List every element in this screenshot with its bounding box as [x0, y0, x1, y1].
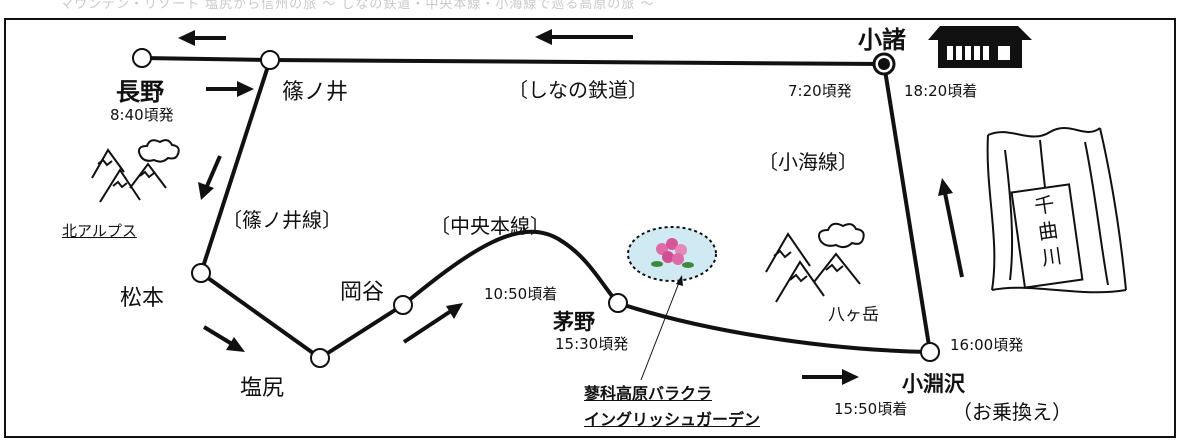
river-icon-chikuma — [986, 127, 1127, 294]
chikuma-char-1: 千 — [1032, 191, 1056, 219]
station-chino-depart: 15:30頃発 — [555, 335, 629, 353]
station-kobuchizawa-marker — [920, 342, 940, 362]
line-shinano-label: 〔しなの鉄道〕 — [508, 78, 648, 102]
line-koumi-label: 〔小海線〕 — [758, 150, 858, 174]
station-komoro-arrive: 18:20頃着 — [904, 82, 978, 100]
station-shiojiri-name: 塩尻 — [240, 376, 285, 401]
railway-route — [141, 56, 932, 353]
garden-label-line1: 蓼科高原バラクラ — [584, 384, 713, 403]
garden-pointer — [640, 279, 681, 381]
station-nagano-time: 8:40頃発 — [110, 106, 174, 124]
station-komoro-depart: 7:20頃発 — [788, 82, 852, 100]
yatsugatake-label: 八ヶ岳 — [828, 305, 879, 325]
station-kobuchizawa-depart: 16:00頃発 — [950, 336, 1024, 354]
station-kobuchizawa-arrive: 15:50頃着 — [834, 400, 908, 418]
mountain-icon-north-alps — [91, 139, 180, 203]
station-shinonoi-name: 篠ノ井 — [282, 80, 349, 105]
station-matsumoto-marker — [191, 263, 211, 283]
rose-icon — [651, 238, 694, 268]
top-caption: マウンテン・リゾート 塩尻から信州の旅 ～ しなの鉄道・中央本線・小海線で巡る高… — [60, 0, 655, 10]
transfer-note: （お乗換え） — [952, 400, 1072, 424]
station-shiojiri-marker — [310, 348, 330, 368]
station-building-icon — [928, 26, 1032, 68]
chikuma-char-3: 川 — [1040, 243, 1064, 271]
direction-arrows — [178, 29, 964, 385]
railway-route-shinonoi — [198, 59, 405, 361]
station-nagano-marker — [132, 48, 152, 68]
line-shinonoi-label: 〔篠ノ井線〕 — [222, 208, 342, 232]
station-shinonoi-marker — [260, 50, 280, 70]
line-chuo-label: 〔中央本線〕 — [430, 214, 550, 238]
mountain-icon-yatsugatake — [765, 222, 865, 303]
station-nagano-name: 長野 — [116, 78, 164, 106]
station-okaya-marker — [393, 295, 413, 315]
station-chino-marker — [608, 293, 628, 313]
garden-label-line2: イングリッシュガーデン — [584, 410, 761, 429]
station-okaya-name: 岡谷 — [340, 280, 385, 305]
railway-route-chuo — [401, 229, 931, 354]
chikuma-char-2: 曲 — [1036, 217, 1060, 245]
station-matsumoto-name: 松本 — [120, 286, 165, 311]
station-chino-arrive: 10:50頃着 — [484, 285, 558, 303]
route-map-frame — [4, 18, 1176, 438]
station-kobuchizawa-name: 小淵沢 — [902, 372, 965, 396]
station-chino-name: 茅野 — [553, 310, 595, 334]
station-komoro-name: 小諸 — [858, 26, 906, 54]
north-alps-label: 北アルプス — [62, 222, 137, 240]
